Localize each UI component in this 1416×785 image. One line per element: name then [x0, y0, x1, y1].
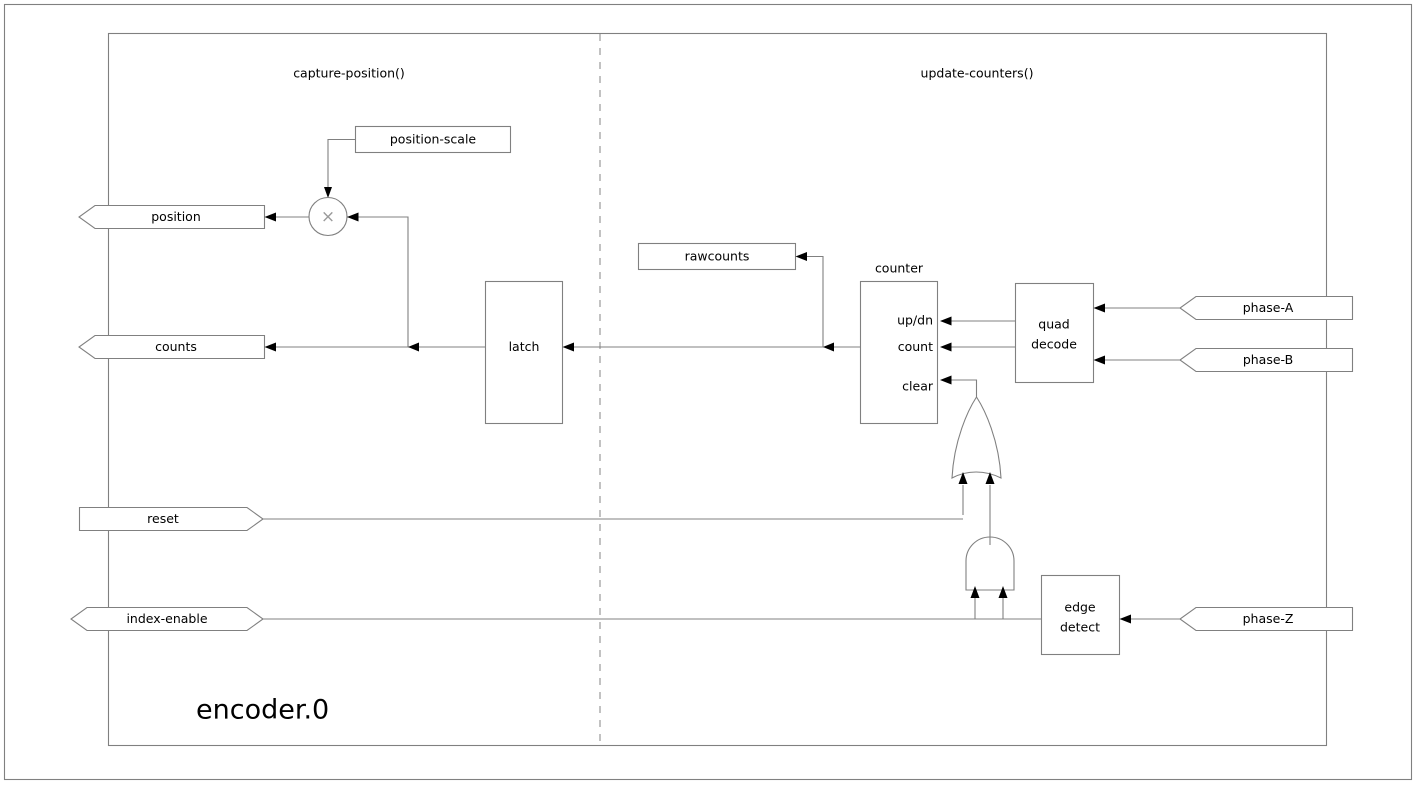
block-quad-decode[interactable] [1014, 282, 1095, 384]
signal-label-phase-b: phase-B [1243, 352, 1293, 367]
arrowhead-count-in [940, 342, 952, 352]
arrowhead-multiply-right [347, 212, 359, 222]
gate-and[interactable] [965, 536, 1015, 591]
arrowhead-edge-detect-in [1119, 614, 1131, 624]
arrowhead-rawcounts-in [795, 252, 807, 261]
signal-label-phase-z: phase-Z [1243, 611, 1294, 626]
signal-label-counts: counts [155, 339, 197, 354]
signal-label-phase-a: phase-A [1243, 300, 1294, 315]
signal-phase-z[interactable] [1179, 606, 1354, 632]
signal-position[interactable] [78, 204, 266, 230]
counter-port-label-updn: up/dn [897, 313, 933, 328]
page-border [3, 3, 1413, 781]
wire-counts-to-multiply [347, 216, 409, 347]
multiply-glyph: × [321, 207, 335, 227]
arrowhead-latch-in [562, 342, 574, 352]
block-edge-detect[interactable] [1040, 574, 1121, 656]
signal-label-reset: reset [147, 511, 179, 526]
block-label-latch: latch [509, 339, 540, 354]
counter-port-label-count: count [898, 339, 933, 354]
block-label-edge-detect-line1: edge [1064, 600, 1096, 615]
signal-index-enable[interactable] [70, 606, 264, 632]
block-label-quad-decode-line2: decode [1031, 337, 1077, 352]
block-label-quad-decode-line1: quad [1038, 317, 1069, 332]
wire-to-rawcounts [803, 255, 824, 347]
arrowhead-counts-in [264, 342, 276, 352]
signal-counts[interactable] [78, 334, 266, 360]
arrowhead-position-in [264, 212, 276, 222]
parameter-label-rawcounts: rawcounts [685, 249, 750, 264]
arrowhead-and-in-2 [998, 586, 1008, 598]
signal-label-index-enable: index-enable [126, 611, 207, 626]
arrowhead-counts-branch [408, 342, 419, 352]
gate-or[interactable] [951, 395, 1002, 479]
arrowhead-rawcounts-branch [823, 342, 834, 352]
signal-label-position: position [151, 209, 201, 224]
signal-phase-a[interactable] [1179, 295, 1354, 321]
wire-or-to-clear [948, 379, 978, 397]
block-caption-counter: counter [875, 261, 924, 276]
arrowhead-updn-in [940, 316, 952, 326]
signal-phase-b[interactable] [1179, 347, 1354, 373]
arrowhead-quad-in-a [1093, 303, 1105, 313]
block-label-edge-detect-line2: detect [1060, 620, 1100, 635]
block-latch[interactable] [484, 280, 564, 425]
arrowhead-or-in-2 [985, 472, 995, 484]
wire-position-scale-to-multiply [327, 138, 356, 190]
arrowhead-or-in-1 [958, 472, 968, 484]
section-label-capture-position: capture-position() [293, 66, 405, 81]
signal-reset[interactable] [78, 506, 264, 532]
parameter-box-position-scale[interactable] [354, 125, 512, 154]
parameter-label-position-scale: position-scale [390, 132, 477, 147]
counter-port-label-clear: clear [902, 379, 934, 394]
page-title: encoder.0 [196, 695, 329, 726]
arrowhead-quad-in-b [1093, 355, 1105, 365]
arrowhead-and-in-1 [970, 586, 980, 598]
arrowhead-clear-in [940, 375, 952, 385]
arrowhead-multiply-top [324, 187, 332, 198]
block-counter[interactable] [859, 280, 939, 425]
section-label-update-counters: update-counters() [921, 66, 1034, 81]
component-frame [107, 32, 1328, 747]
